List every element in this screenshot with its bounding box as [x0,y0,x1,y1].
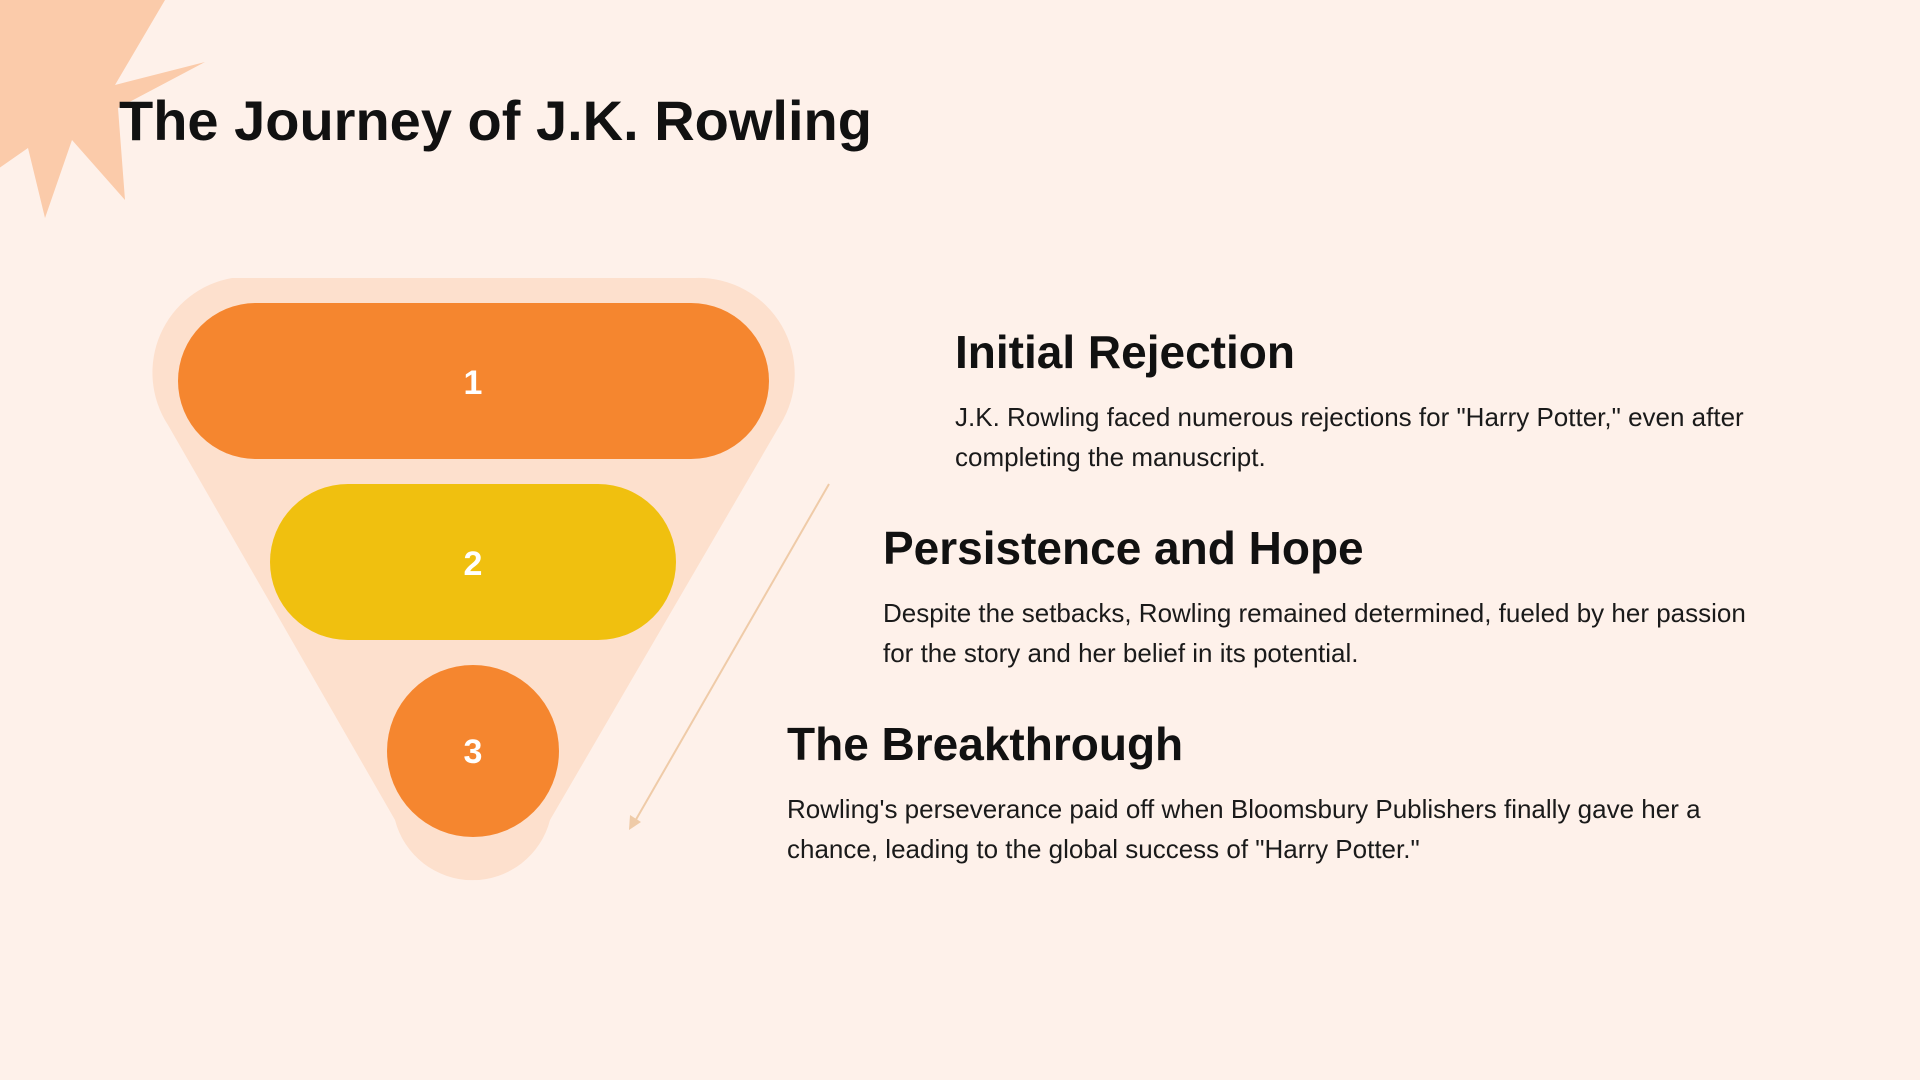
step-description: Despite the setbacks, Rowling remained d… [883,598,1746,668]
funnel-stage-2 [270,484,676,640]
step-the-breakthrough: The Breakthrough Rowling's perseverance … [787,717,1787,869]
progress-arrow-head [629,815,641,830]
funnel-diagram: 1 2 3 [152,277,830,881]
step-heading: The Breakthrough [787,718,1184,770]
step-initial-rejection: Initial Rejection J.K. Rowling faced num… [955,325,1785,477]
step-description: Rowling's perseverance paid off when Blo… [787,794,1701,864]
funnel-stage-1-number: 1 [464,364,483,402]
step-persistence-and-hope: Persistence and Hope Despite the setback… [883,521,1763,673]
funnel-stage-3-number: 3 [464,733,483,771]
funnel-stage-2-number: 2 [464,545,483,583]
funnel-stage-3 [387,665,559,837]
starburst-decoration [0,0,205,218]
funnel-stage-1 [178,303,769,459]
progress-arrow-line [633,483,830,824]
step-heading: Initial Rejection [955,326,1295,378]
step-description: J.K. Rowling faced numerous rejections f… [955,402,1744,472]
starburst-shape [0,0,205,218]
step-heading: Persistence and Hope [883,522,1364,574]
page-title: The Journey of J.K. Rowling [119,89,872,152]
